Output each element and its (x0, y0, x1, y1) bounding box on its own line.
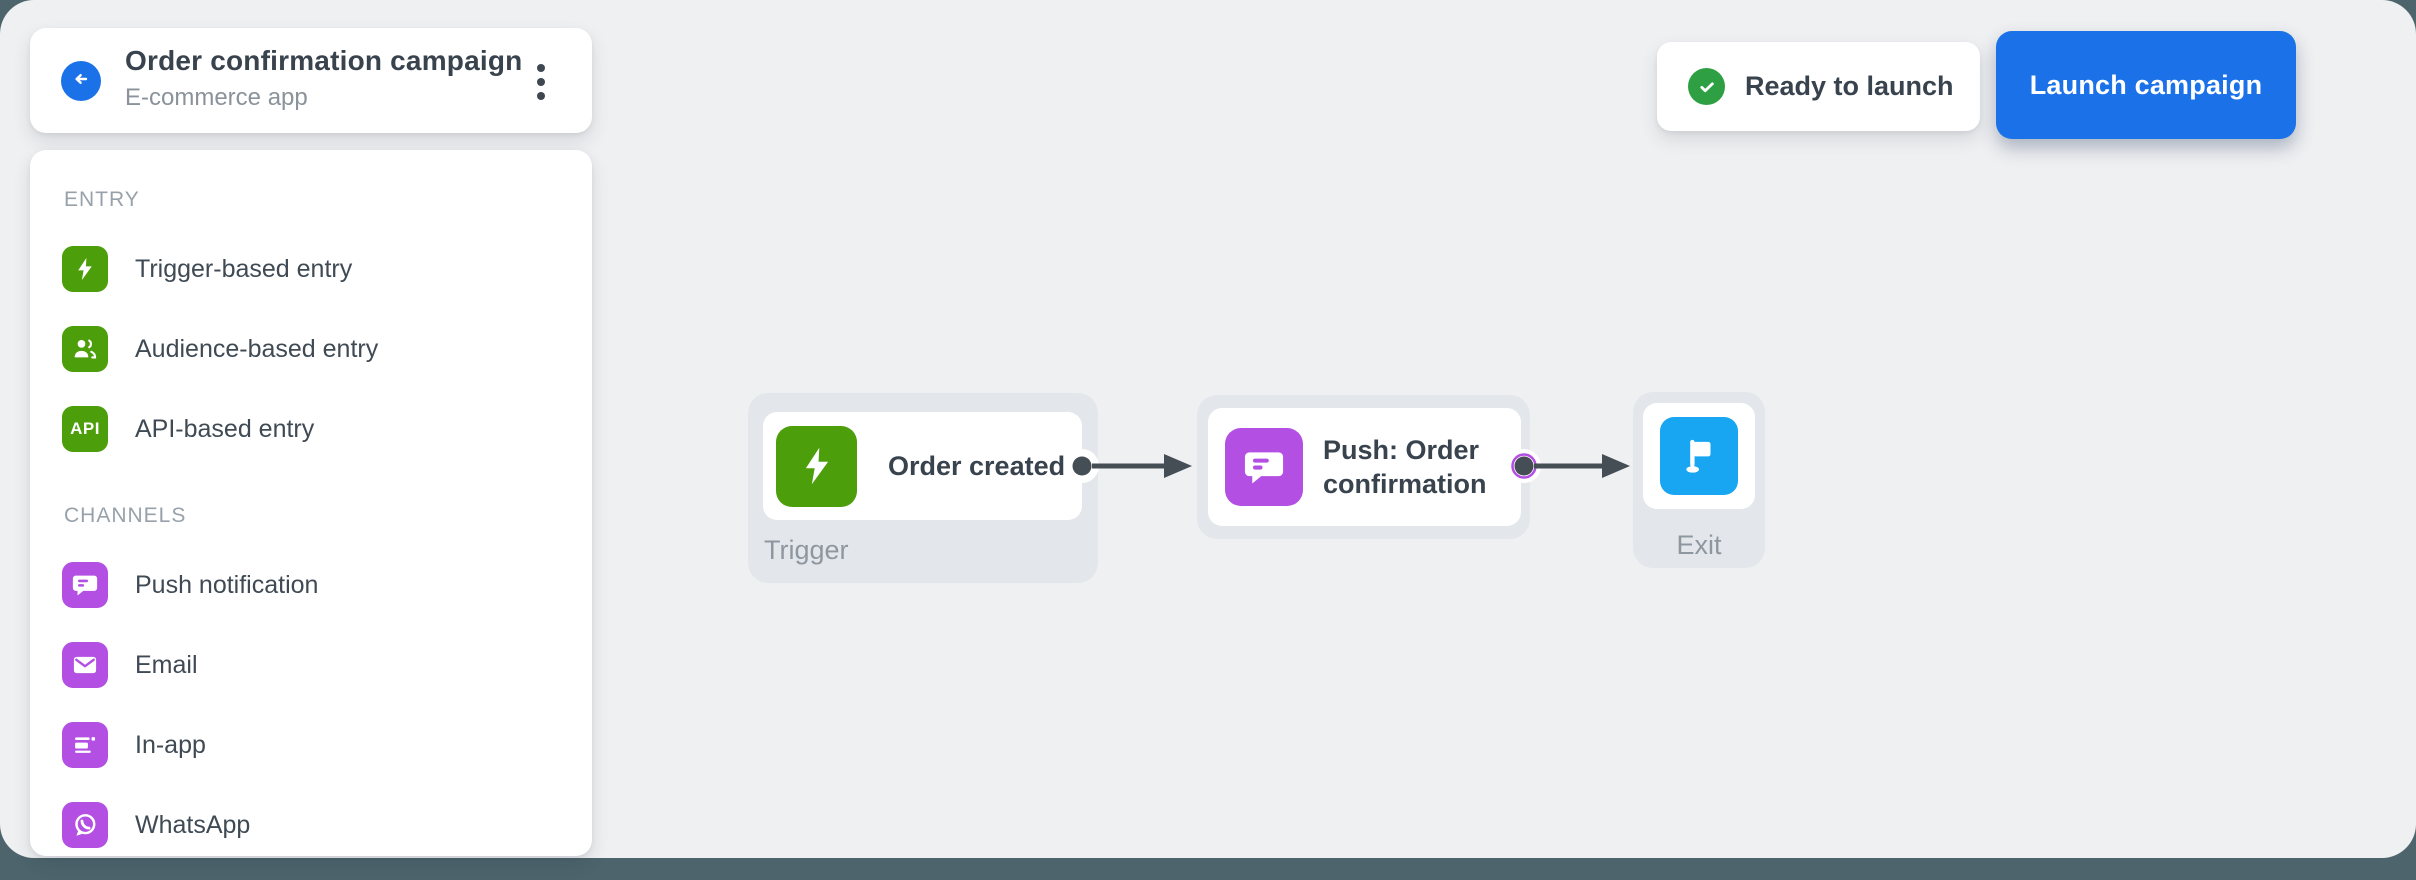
status-label: Ready to launch (1745, 71, 1954, 101)
palette-item-whatsapp[interactable]: WhatsApp (62, 802, 562, 848)
push-chat-icon (1225, 428, 1303, 506)
exit-node-card[interactable] (1643, 403, 1755, 509)
flow-canvas[interactable]: Order confirmation campaign E-commerce a… (0, 0, 2416, 858)
push-chat-icon (62, 562, 108, 608)
audience-icon (62, 326, 108, 372)
launch-campaign-button[interactable]: Launch campaign (1996, 31, 2296, 139)
back-button[interactable] (61, 61, 101, 101)
campaign-app-name: E-commerce app (125, 84, 308, 111)
trigger-node-type-label: Trigger (764, 535, 849, 565)
block-palette-sidebar: ENTRY Trigger-based entry Audience-based… (30, 150, 592, 856)
lightning-icon (776, 425, 857, 507)
palette-item-label: Trigger-based entry (135, 254, 353, 283)
palette-item-label: Audience-based entry (135, 334, 379, 363)
palette-item-inapp[interactable]: In-app (62, 722, 562, 768)
kebab-dot (537, 64, 545, 72)
push-node-title: Push: Order confirmation (1323, 435, 1487, 499)
palette-item-label: Push notification (135, 570, 319, 599)
kebab-dot (537, 92, 545, 100)
more-options-button[interactable] (528, 62, 554, 102)
push-node-card[interactable]: Push: Order confirmation (1208, 408, 1521, 526)
palette-item-api-entry[interactable]: API API-based entry (62, 406, 562, 452)
palette-item-label: Email (135, 650, 198, 679)
palette-item-email[interactable]: Email (62, 642, 562, 688)
api-icon: API (62, 406, 108, 452)
trigger-node-card[interactable]: Order created (763, 412, 1082, 520)
kebab-dot (537, 78, 545, 86)
launch-campaign-label: Launch campaign (2029, 69, 2263, 100)
push-node[interactable]: Push: Order confirmation (1197, 395, 1530, 539)
inapp-icon (62, 722, 108, 768)
flag-icon (1660, 417, 1738, 495)
exit-node-type-label: Exit (1676, 530, 1722, 560)
check-circle-icon (1688, 68, 1725, 105)
palette-item-label: WhatsApp (135, 810, 251, 839)
palette-item-label: In-app (135, 730, 206, 759)
palette-item-trigger-entry[interactable]: Trigger-based entry (62, 246, 562, 292)
arrow-head (1602, 454, 1630, 478)
lightning-icon (62, 246, 108, 292)
exit-node[interactable]: Exit (1633, 392, 1765, 568)
palette-item-audience-entry[interactable]: Audience-based entry (62, 326, 562, 372)
channels-section-heading: CHANNELS (64, 504, 187, 527)
email-icon (62, 642, 108, 688)
status-badge: Ready to launch (1657, 42, 1980, 131)
whatsapp-icon (62, 802, 108, 848)
entry-section-heading: ENTRY (64, 188, 140, 211)
palette-item-push[interactable]: Push notification (62, 562, 562, 608)
campaign-header-card: Order confirmation campaign E-commerce a… (30, 28, 592, 133)
campaign-title: Order confirmation campaign (125, 45, 523, 76)
arrow-left-icon (69, 67, 93, 96)
trigger-node-title: Order created (888, 451, 1066, 481)
arrow-head (1164, 454, 1192, 478)
trigger-node[interactable]: Order created Trigger (748, 393, 1098, 583)
palette-item-label: API-based entry (135, 414, 315, 443)
